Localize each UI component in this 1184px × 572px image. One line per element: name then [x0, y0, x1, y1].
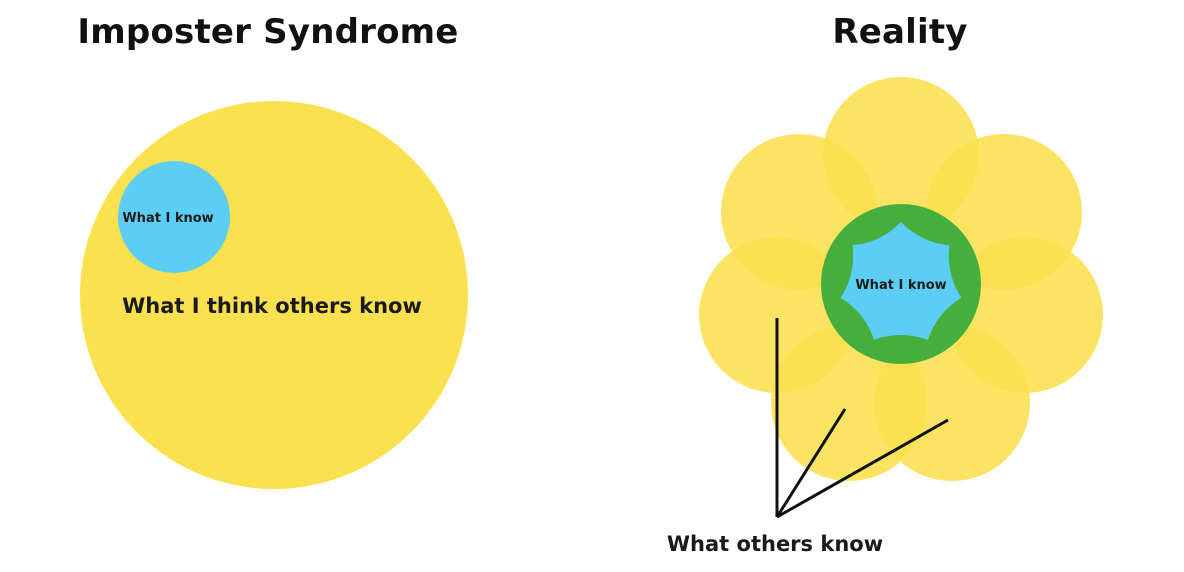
pointer-line-3 — [776, 418, 949, 519]
imposter-syndrome-title: Imposter Syndrome — [77, 12, 459, 52]
what-i-think-others-know-label: What I think others know — [122, 294, 422, 318]
what-others-know-label: What others know — [667, 532, 883, 556]
what-i-know-core — [840, 222, 962, 340]
what-i-know-circle — [118, 161, 230, 273]
what-i-know-label: What I know — [122, 211, 213, 226]
center-what-i-know-label: What I know — [855, 278, 946, 293]
reality-diagram: What I know What others know — [667, 77, 1103, 556]
pointer-line-2 — [775, 408, 847, 518]
reality-title: Reality — [832, 12, 968, 52]
pointer-lines — [775, 318, 949, 519]
others-knowledge-petals — [699, 77, 1103, 481]
imposter-diagram: What I know What I think others know — [80, 101, 468, 489]
